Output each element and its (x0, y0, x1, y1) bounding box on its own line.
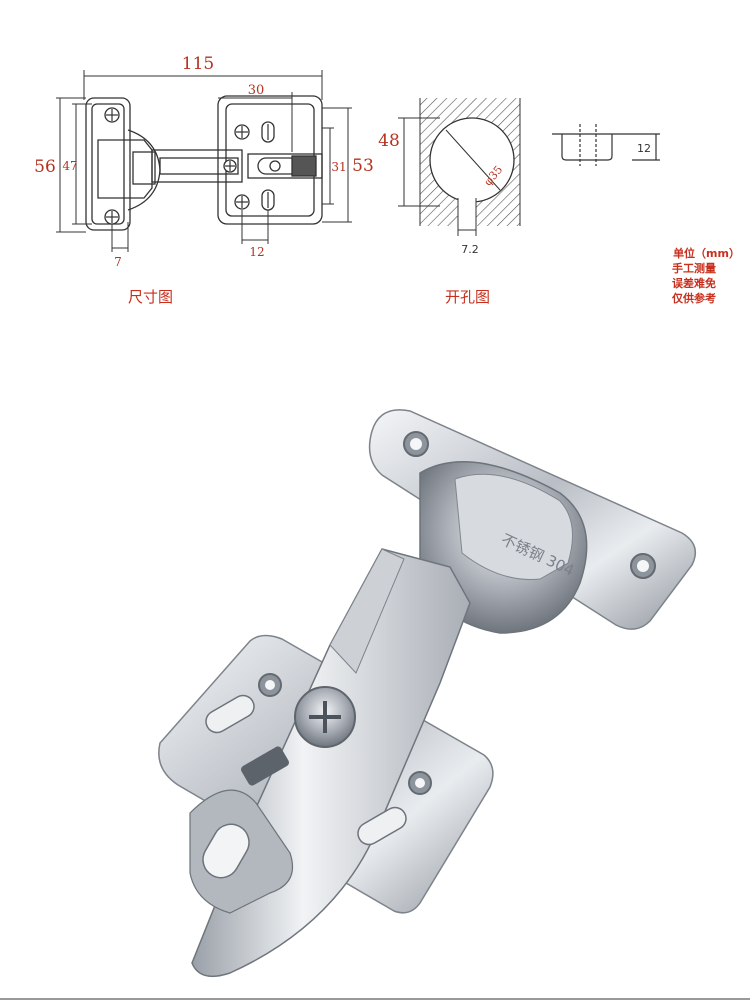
hole-height: 48 (378, 131, 400, 151)
note-manual: 手工测量 (672, 262, 716, 275)
measurement-note: 单位（mm） 手工测量 误差难免 仅供参考 (620, 246, 740, 306)
base-slot-right (357, 806, 407, 846)
cup-depth: 12 (637, 142, 651, 155)
dim-arm-height: 53 (352, 156, 374, 176)
dim-cup-offset: 7 (114, 255, 122, 269)
hinge-photo: 不锈钢 304 (0, 409, 750, 1000)
hole-caption: 开孔图 (445, 288, 491, 306)
hole-drawing (398, 98, 521, 236)
hinge-outline (85, 95, 323, 231)
base-slot-left (205, 694, 255, 734)
dim-width-total: 115 (182, 54, 214, 74)
screw-hole-marks (104, 107, 281, 225)
dim-height-inner: 47 (62, 159, 77, 173)
hole-edge-distance: 7.2 (461, 243, 479, 256)
cup-section-drawing (552, 124, 660, 166)
dim-height-outer: 56 (34, 157, 56, 177)
note-reference: 仅供参考 (672, 292, 716, 305)
dimension-lines (56, 70, 352, 252)
dim-plate-height: 31 (331, 160, 346, 174)
dim-hole-spacing: 12 (249, 245, 264, 259)
dimension-caption: 尺寸图 (128, 288, 174, 306)
note-unit: 单位（mm） (673, 247, 740, 260)
dimension-drawing: 115 30 56 47 7 31 53 12 48 φ35 7.2 (34, 54, 660, 269)
dim-plate-width: 30 (248, 83, 265, 98)
note-error: 误差难免 (672, 277, 716, 290)
